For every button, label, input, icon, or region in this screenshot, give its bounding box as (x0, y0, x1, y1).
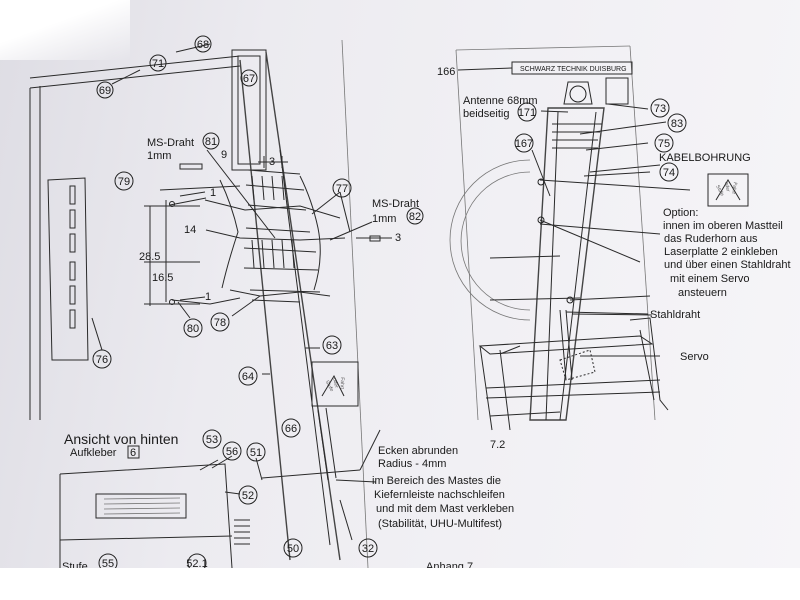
ms-draht-length-2: 3 (395, 232, 401, 244)
small-sticker-text-2: oder (723, 181, 731, 192)
left-labels: MS-Draht 1mm 9 3 MS-Draht 1mm 3 1 14 28.… (62, 137, 514, 573)
callout-55: 55 (102, 558, 114, 570)
ecken-abrunden: Ecken abrunden (378, 445, 458, 457)
panel-slots (69, 185, 76, 329)
callout-77: 77 (336, 183, 348, 195)
sticker-text-3: Fahrt (339, 377, 345, 389)
option-line-1: Option: (663, 207, 698, 219)
callout-68: 68 (197, 39, 209, 51)
callout-66: 66 (285, 423, 297, 435)
callout-69: 69 (99, 85, 111, 97)
callout-166: 166 (437, 66, 455, 78)
dim-1-top: 1 (210, 187, 216, 199)
callout-171: 171 (518, 107, 536, 119)
vent-slots (234, 519, 250, 545)
ms-draht-size-2: 1mm (372, 213, 396, 225)
option-line-6: mit einem Servo (670, 273, 749, 285)
callout-81: 81 (205, 136, 217, 148)
option-line-5: und über einen Stahldraht (664, 259, 791, 271)
callout-63: 63 (326, 340, 338, 352)
callout-32: 32 (362, 543, 374, 555)
callout-52: 52 (242, 490, 254, 502)
antenne-label: Antenne 68mm (463, 95, 538, 107)
stahldraht-label: Stahldraht (650, 309, 700, 321)
callout-53: 53 (206, 434, 218, 446)
servo-label: Servo (680, 351, 709, 363)
aufkleber-label: Aufkleber (70, 447, 117, 459)
ansicht-heading: Ansicht von hinten (64, 431, 178, 447)
small-sticker-text-3: Fahrt (730, 182, 738, 195)
dim-28-5: 28.5 (139, 251, 160, 263)
callout-80: 80 (187, 323, 199, 335)
option-line-4: Laserplatte 2 einkleben (664, 246, 778, 258)
ms-draht-length-1: 9 (221, 149, 227, 161)
page-corner-glare (0, 0, 130, 60)
note-line-1: im Bereich des Mastes die (372, 475, 501, 487)
callout-52-1: 52.1 (186, 558, 207, 570)
callout-51: 51 (250, 447, 262, 459)
callout-75: 75 (658, 138, 670, 150)
radius-label: Radius - 4mm (378, 458, 446, 470)
note-line-3: und mit dem Mast verkleben (376, 503, 514, 515)
callout-73: 73 (654, 103, 666, 115)
callout-76: 76 (96, 354, 108, 366)
option-line-3: das Ruderhorn aus (664, 233, 758, 245)
left-mast-drawing: Stufe oder Fahrt (29, 39, 392, 569)
scan-bottom-edge (0, 568, 800, 600)
note-line-2: Kiefernleiste nachschleifen (374, 489, 505, 501)
small-sticker-text-1: Stufe (714, 184, 725, 197)
ms-draht-label-2: MS-Draht (372, 198, 419, 210)
schwarz-technik-label: SCHWARZ TECHNIK DUISBURG (520, 66, 627, 73)
callout-79: 79 (118, 176, 130, 188)
option-line-2: innen im oberen Mastteil (663, 220, 783, 232)
callout-6: 6 (130, 447, 136, 459)
callout-64: 64 (242, 371, 254, 383)
dim-14: 14 (184, 224, 196, 236)
ms-draht-size-1: 1mm (147, 150, 171, 162)
callout-67: 67 (243, 73, 255, 85)
callout-78: 78 (214, 317, 226, 329)
note-line-4: (Stabilität, UHU-Multifest) (378, 518, 502, 530)
left-callouts: 68 71 69 67 81 79 77 82 80 78 76 63 64 (92, 35, 424, 573)
callout-50: 50 (287, 543, 299, 555)
right-mast-drawing: Stufe oder Fahrt (449, 45, 749, 431)
sticker-text-2: oder (331, 377, 339, 388)
right-labels: SCHWARZ TECHNIK DUISBURG Antenne 68mm be… (463, 66, 791, 451)
callout-71: 71 (152, 58, 164, 70)
ms-draht-label-1: MS-Draht (147, 137, 194, 149)
sticker-text-1: Stufe (324, 380, 335, 393)
callout-83: 83 (671, 118, 683, 130)
option-line-7: ansteuern (678, 287, 727, 299)
figure-7-2: 7.2 (490, 439, 505, 451)
callout-82: 82 (409, 211, 421, 223)
callout-167: 167 (515, 138, 533, 150)
mast-slots (251, 175, 295, 269)
dim-1-bottom: 1 (205, 291, 211, 303)
dim-16-5: 16.5 (152, 272, 173, 284)
callout-74: 74 (663, 167, 675, 179)
kabelbohrung-label: KABELBOHRUNG (659, 152, 751, 164)
right-callouts: 166 171 73 83 75 167 74 (437, 66, 687, 182)
dim-3-top: 3 (269, 156, 275, 168)
beidseitig-label: beidseitig (463, 108, 509, 120)
callout-56: 56 (226, 446, 238, 458)
